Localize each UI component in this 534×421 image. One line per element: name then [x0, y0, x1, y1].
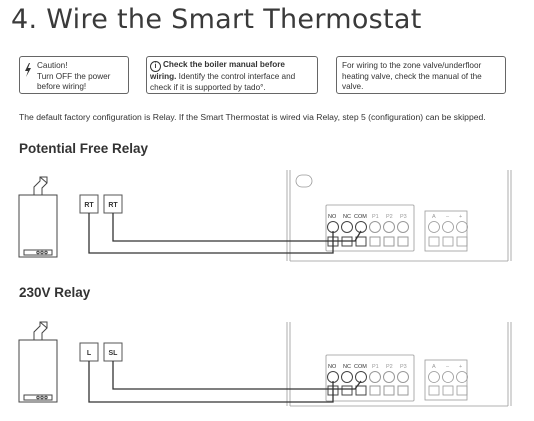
svg-text:P1: P1 [372, 214, 379, 220]
wiring-diagram-230v: L SL NO NC COM P1 P2 P3 A – + [18, 321, 512, 407]
boiler-note-rest: Identify the control interface and check… [150, 72, 296, 92]
boiler-terminal-1: RT [84, 202, 94, 209]
svg-text:–: – [446, 364, 450, 370]
svg-text:–: – [446, 214, 450, 220]
svg-text:COM: COM [354, 214, 367, 220]
boiler-terminal-2: RT [108, 202, 118, 209]
svg-text:A: A [432, 364, 436, 370]
svg-text:NO: NO [328, 364, 337, 370]
boiler-icon [18, 321, 58, 403]
svg-text:NO: NO [328, 214, 337, 220]
default-config-text: The default factory configuration is Rel… [19, 112, 486, 122]
svg-text:NC: NC [343, 214, 351, 220]
wiring-diagram-potential-free: RT RT NO NC COM P1 P2 P3 A – + [18, 170, 512, 262]
thermostat-icon [286, 170, 512, 262]
svg-text:A: A [432, 214, 436, 220]
caution-line-2: Turn OFF the power [37, 71, 111, 81]
boiler-terminal-2: SL [109, 350, 119, 357]
info-icon: i [150, 61, 161, 72]
svg-text:+: + [459, 364, 462, 370]
svg-text:P3: P3 [400, 214, 407, 220]
caution-line-1: Caution! [37, 61, 68, 70]
svg-text:P2: P2 [386, 364, 393, 370]
svg-text:COM: COM [354, 364, 367, 370]
boiler-note-bold: Check the boiler manual before wiring. [150, 60, 285, 81]
svg-text:P2: P2 [386, 214, 393, 220]
svg-text:P3: P3 [400, 364, 407, 370]
section-heading-230v: 230V Relay [19, 285, 91, 300]
caution-line-3: before wiring! [37, 82, 87, 91]
zone-note: For wiring to the zone valve/underfloor … [342, 61, 482, 91]
svg-text:+: + [459, 214, 462, 220]
boiler-icon [18, 176, 58, 258]
boiler-terminal-1: L [87, 350, 92, 357]
caution-box: Caution! Turn OFF the power before wirin… [19, 56, 129, 94]
svg-text:NC: NC [343, 364, 351, 370]
lightning-icon [25, 63, 31, 77]
zone-valve-box: For wiring to the zone valve/underfloor … [336, 56, 506, 94]
thermostat-icon [286, 322, 512, 407]
svg-text:P1: P1 [372, 364, 379, 370]
page-title: 4. Wire the Smart Thermostat [11, 4, 422, 35]
section-heading-potential-free: Potential Free Relay [19, 141, 149, 156]
